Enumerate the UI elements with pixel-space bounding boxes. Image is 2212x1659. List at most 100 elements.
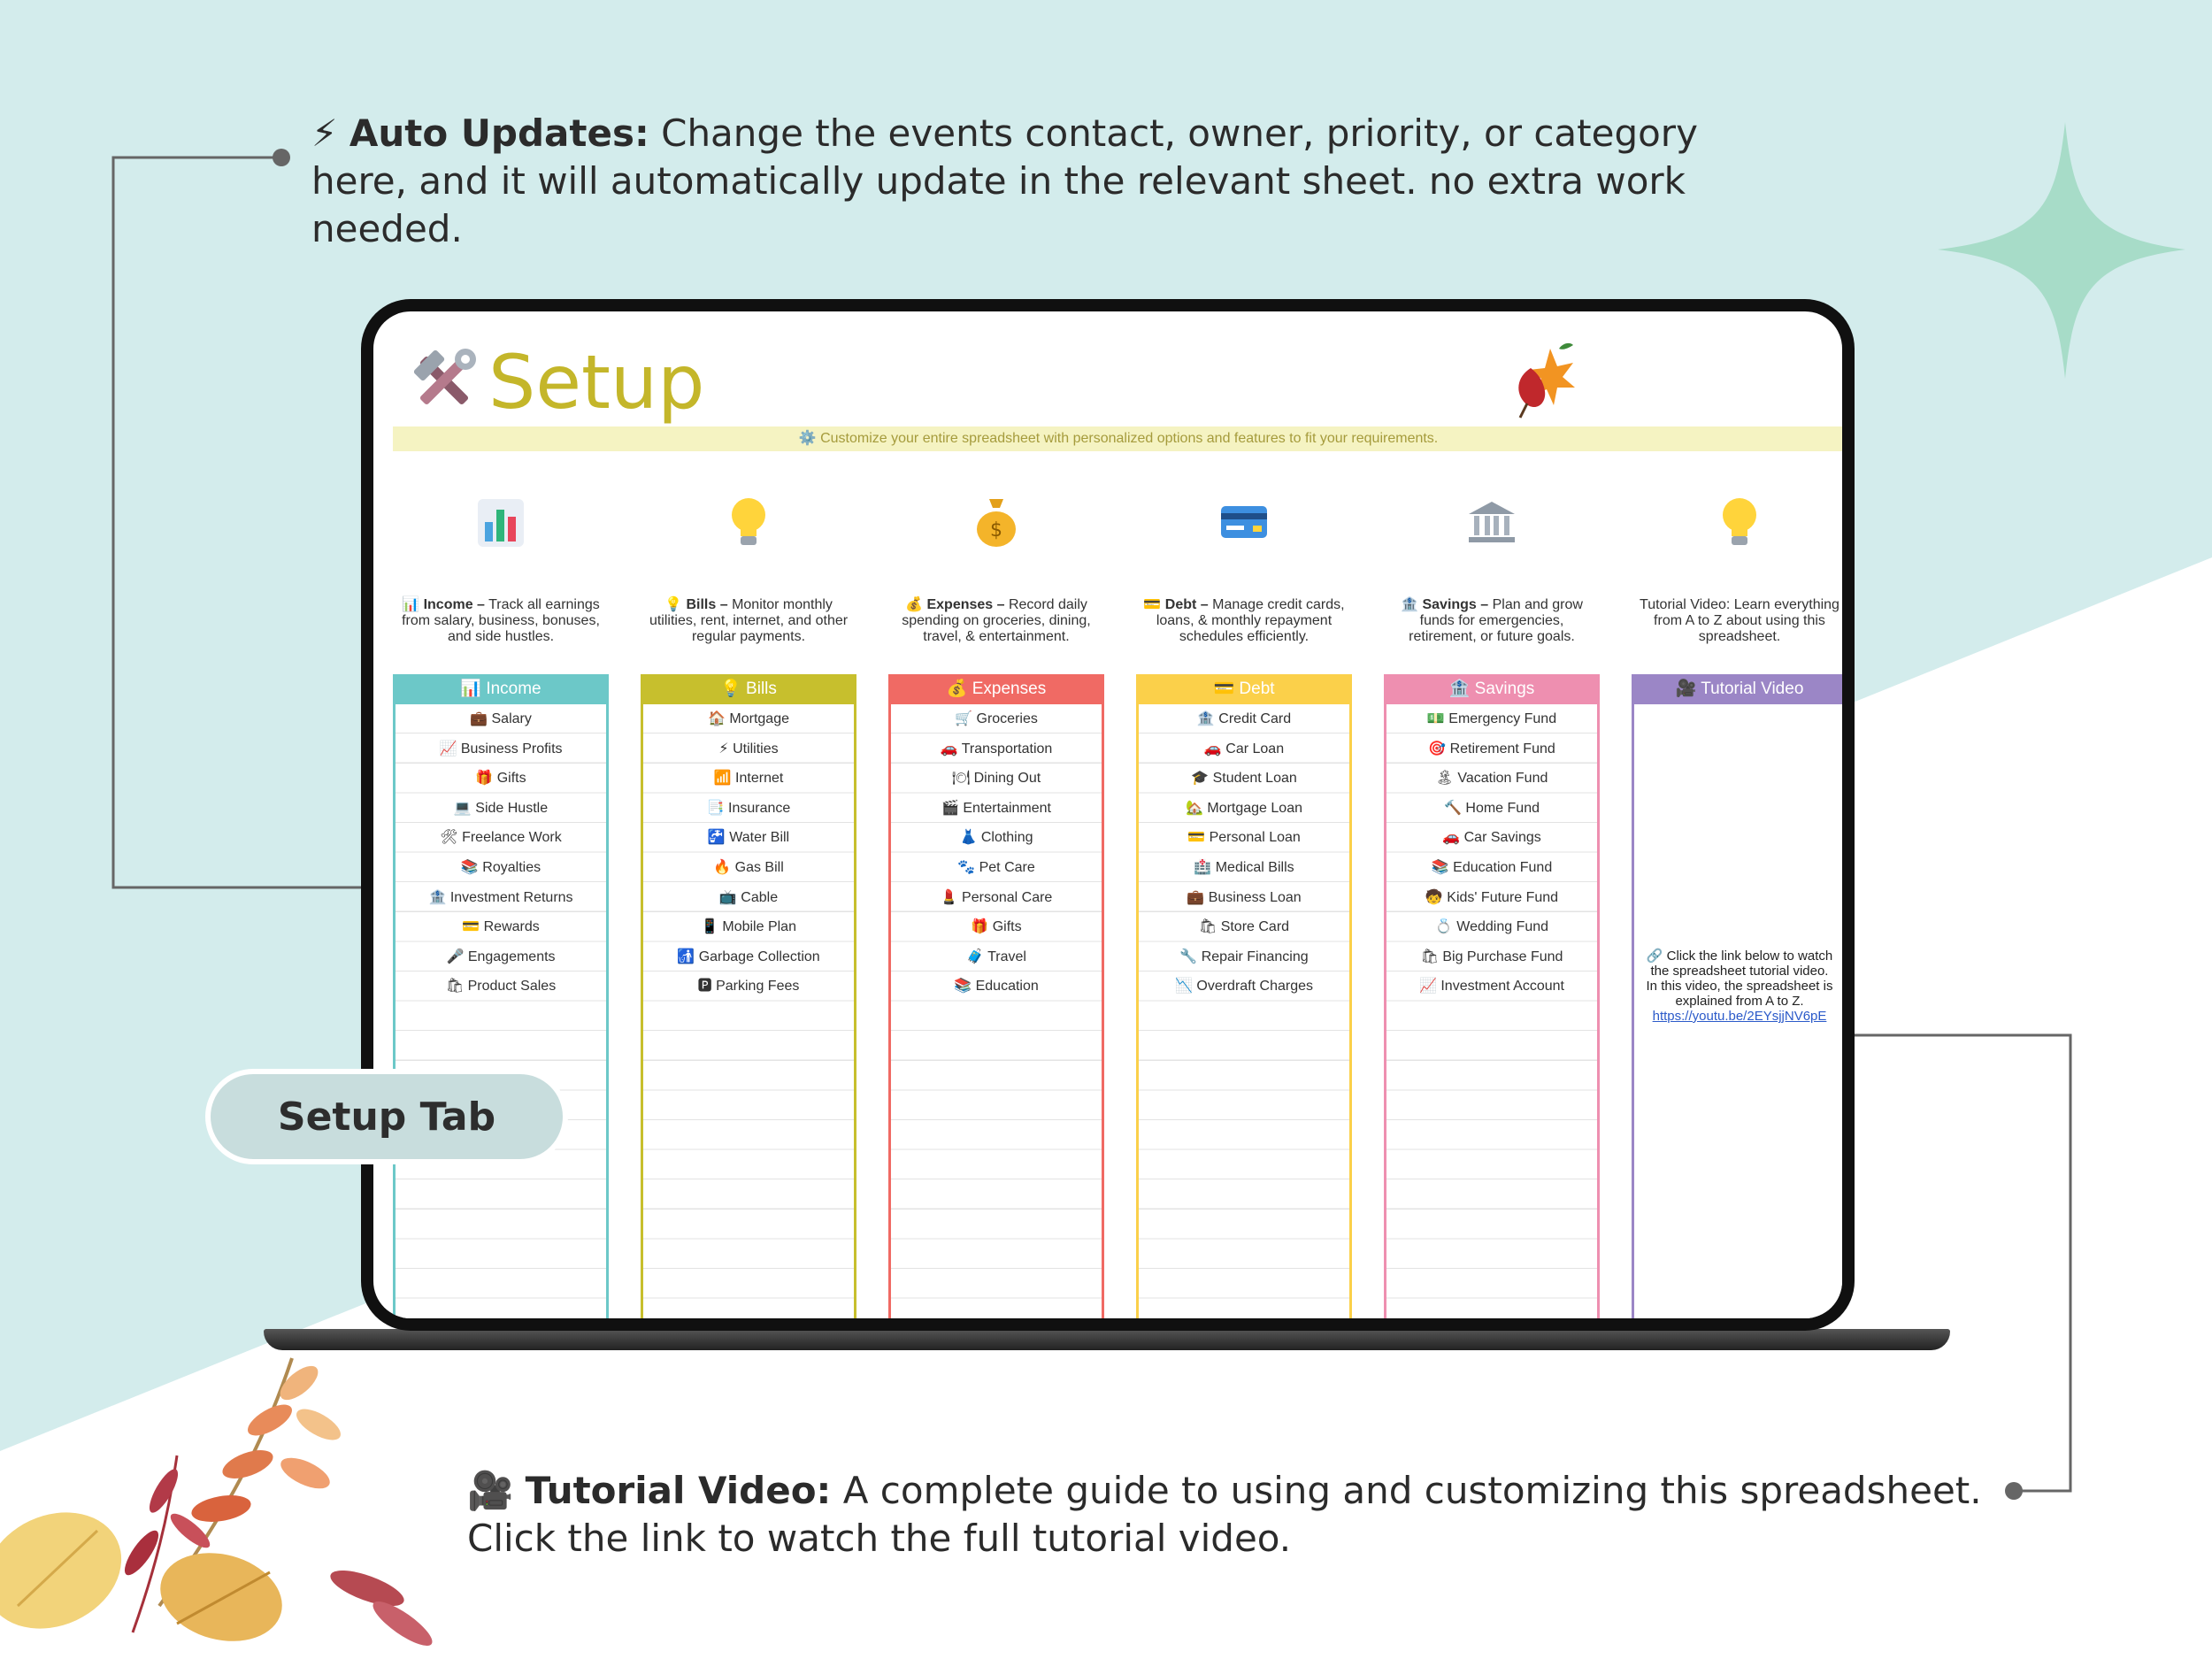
item-label: Personal Loan xyxy=(1209,830,1301,846)
item-label: Mortgage xyxy=(729,711,789,726)
item-label: Student Loan xyxy=(1212,771,1297,787)
list-item[interactable]: 📉 Overdraft Charges xyxy=(1139,972,1349,1002)
list-item[interactable]: 🚗 Car Loan xyxy=(1139,734,1349,764)
description-title: Debt – xyxy=(1164,597,1209,612)
column-icon-area xyxy=(1384,480,1600,568)
list-item[interactable]: 💍 Wedding Fund xyxy=(1386,912,1597,942)
list-item[interactable]: 💳 Personal Loan xyxy=(1139,823,1349,853)
bank-icon xyxy=(1467,500,1517,549)
list-item[interactable]: 🧳 Travel xyxy=(891,942,1102,972)
item-emoji-icon: 💍 xyxy=(1434,919,1453,935)
item-emoji-icon: 📚 xyxy=(954,979,972,995)
item-emoji-icon: 🏡 xyxy=(1185,800,1203,816)
item-emoji-icon: 📚 xyxy=(1431,859,1449,875)
customize-banner: ⚙️ Customize your entire spreadsheet wit… xyxy=(393,426,1842,451)
list-item[interactable]: 🔥 Gas Bill xyxy=(643,853,854,883)
list-item[interactable]: 🚗 Car Savings xyxy=(1386,823,1597,853)
item-label: Investment Account xyxy=(1440,979,1564,995)
list-item[interactable]: ⚡ Utilities xyxy=(643,734,854,764)
list-item[interactable]: 🐾 Pet Care xyxy=(891,853,1102,883)
list-item[interactable]: 🏦 Credit Card xyxy=(1139,704,1349,734)
list-item[interactable]: 🏠 Mortgage xyxy=(643,704,854,734)
debt-table: 💳 Debt 🏦 Credit Card🚗 Car Loan🎓 Student … xyxy=(1136,674,1352,1318)
item-emoji-icon: ⚡ xyxy=(718,741,729,757)
list-item[interactable]: 🅿 Parking Fees xyxy=(643,972,854,1002)
list-item[interactable]: 💳 Rewards xyxy=(396,912,606,942)
list-item[interactable]: 🎁 Gifts xyxy=(891,912,1102,942)
item-label: Gas Bill xyxy=(734,859,784,875)
column-icon-area: $ xyxy=(888,480,1104,568)
list-item[interactable]: 🏦 Investment Returns xyxy=(396,883,606,913)
card-emoji: 💳 xyxy=(1143,597,1162,612)
item-label: Dining Out xyxy=(973,771,1041,787)
item-emoji-icon: 🏝 xyxy=(1435,771,1454,787)
item-label: Cable xyxy=(741,889,779,905)
list-item[interactable]: 🎓 Student Loan xyxy=(1139,764,1349,794)
list-item[interactable]: 🔨 Home Fund xyxy=(1386,794,1597,824)
tutorial-line: 🔗 Click the link below to watch the spre… xyxy=(1646,949,1833,979)
description-text: Manage credit cards, loans, & monthly re… xyxy=(1156,597,1345,644)
item-label: Travel xyxy=(987,949,1026,964)
list-item[interactable]: 📈 Investment Account xyxy=(1386,972,1597,1002)
item-emoji-icon: 🏥 xyxy=(1194,859,1212,875)
list-item[interactable]: 📶 Internet xyxy=(643,764,854,794)
item-label: Education Fund xyxy=(1453,859,1553,875)
item-label: Pet Care xyxy=(979,859,1035,875)
item-label: Gifts xyxy=(496,771,526,787)
item-emoji-icon: 📈 xyxy=(1418,979,1437,995)
list-item[interactable]: 🎤 Engagements xyxy=(396,942,606,972)
item-label: Water Bill xyxy=(729,830,790,846)
list-item[interactable]: 🧒 Kids' Future Fund xyxy=(1386,883,1597,913)
list-item[interactable]: 💼 Business Loan xyxy=(1139,883,1349,913)
list-item[interactable]: 🎁 Gifts xyxy=(396,764,606,794)
list-item[interactable]: 👗 Clothing xyxy=(891,823,1102,853)
item-emoji-icon: 🔨 xyxy=(1444,800,1462,816)
list-item[interactable]: 🔧 Repair Financing xyxy=(1139,942,1349,972)
list-item[interactable]: 🏡 Mortgage Loan xyxy=(1139,794,1349,824)
list-item[interactable]: 🚰 Water Bill xyxy=(643,823,854,853)
laptop-base xyxy=(264,1329,1950,1350)
list-item[interactable]: 🏥 Medical Bills xyxy=(1139,853,1349,883)
item-label: Vacation Fund xyxy=(1457,771,1548,787)
list-item[interactable]: 📺 Cable xyxy=(643,883,854,913)
list-item[interactable]: 💄 Personal Care xyxy=(891,883,1102,913)
list-item[interactable]: 💻 Side Hustle xyxy=(396,794,606,824)
tutorial-column: Tutorial Video: Learn everything from A … xyxy=(1632,480,1842,1318)
item-emoji-icon: 📶 xyxy=(713,771,732,787)
tutorial-video-callout: 🎥 Tutorial Video: A complete guide to us… xyxy=(467,1467,2007,1563)
item-emoji-icon: 💼 xyxy=(1187,889,1205,905)
list-item[interactable]: 🛒 Groceries xyxy=(891,704,1102,734)
list-item[interactable]: 🛍 Store Card xyxy=(1139,912,1349,942)
list-item[interactable]: 💼 Salary xyxy=(396,704,606,734)
item-emoji-icon: 💳 xyxy=(462,919,480,935)
item-label: Salary xyxy=(491,711,532,726)
list-item[interactable]: 🍽 Dining Out xyxy=(891,764,1102,794)
column-header: 💰 Expenses xyxy=(891,674,1102,704)
savings-table: 🏦 Savings 💵 Emergency Fund🎯 Retirement F… xyxy=(1384,674,1600,1318)
list-item[interactable]: 🏝 Vacation Fund xyxy=(1386,764,1597,794)
list-item[interactable]: 🛍 Big Purchase Fund xyxy=(1386,942,1597,972)
item-emoji-icon: 📈 xyxy=(439,741,457,757)
list-item[interactable]: 🛠 Freelance Work xyxy=(396,823,606,853)
item-emoji-icon: 🚰 xyxy=(707,830,726,846)
item-label: Wedding Fund xyxy=(1456,919,1549,935)
column-description: 📊 Income – Track all earnings from salar… xyxy=(393,568,609,674)
item-label: Repair Financing xyxy=(1201,949,1309,964)
list-item[interactable]: 🚗 Transportation xyxy=(891,734,1102,764)
list-item[interactable]: 📚 Education xyxy=(891,972,1102,1002)
list-item[interactable]: 💵 Emergency Fund xyxy=(1386,704,1597,734)
item-emoji-icon: 🅿 xyxy=(697,979,712,995)
list-item[interactable]: 📈 Business Profits xyxy=(396,734,606,764)
list-item[interactable]: 📚 Education Fund xyxy=(1386,853,1597,883)
spreadsheet-screen: Setup ⚙️ Customize your entire spreadshe… xyxy=(373,311,1842,1318)
tutorial-video-link[interactable]: https://youtu.be/2EYsjjNV6pE xyxy=(1652,1009,1827,1024)
list-item[interactable]: 🎬 Entertainment xyxy=(891,794,1102,824)
item-label: Kids' Future Fund xyxy=(1447,889,1559,905)
list-item[interactable]: 🛍 Product Sales xyxy=(396,972,606,1002)
list-item[interactable]: 📚 Royalties xyxy=(396,853,606,883)
list-item[interactable]: 🎯 Retirement Fund xyxy=(1386,734,1597,764)
list-item[interactable]: 📑 Insurance xyxy=(643,794,854,824)
list-item[interactable]: 🚮 Garbage Collection xyxy=(643,942,854,972)
list-item[interactable]: 📱 Mobile Plan xyxy=(643,912,854,942)
